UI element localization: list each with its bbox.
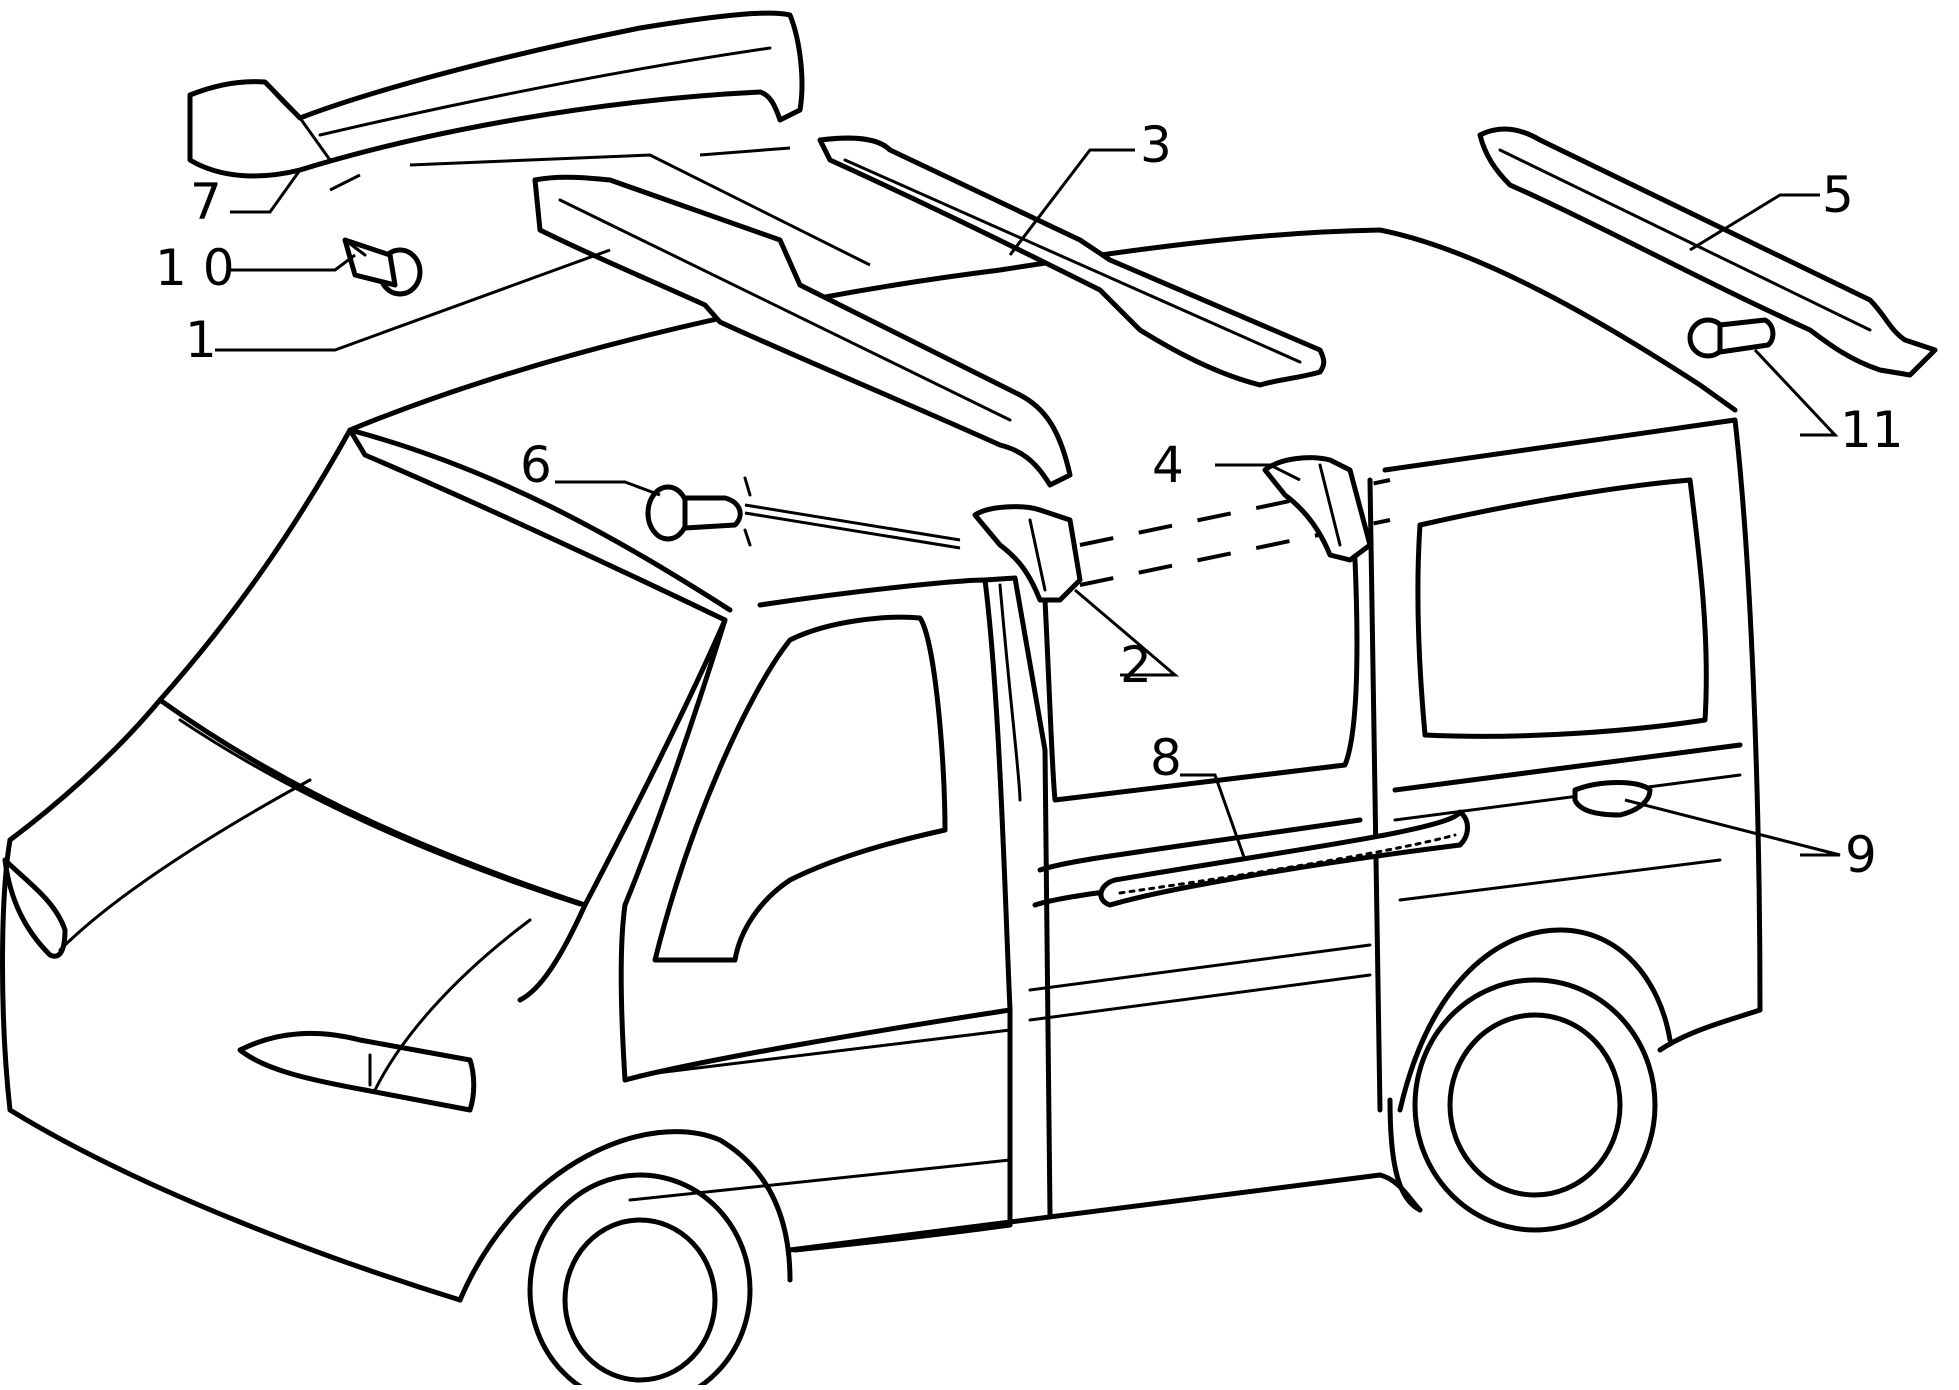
part-1-roof-rail-front [532, 174, 1073, 488]
part-8-side-molding [1098, 809, 1470, 908]
callout-7: 7 [190, 173, 222, 231]
callout-1: 1 [185, 311, 217, 369]
callout-11: 11 [1840, 401, 1904, 459]
callout-9: 9 [1845, 826, 1877, 884]
part-4-bracket [1262, 455, 1373, 563]
callout-2: 2 [1120, 636, 1152, 694]
part-11-push-clip [1687, 317, 1776, 359]
part-9-handle [1572, 780, 1653, 818]
part-3-roof-rail-rear [817, 135, 1327, 388]
part-7-front-rail-cover [187, 10, 805, 179]
part-6-push-clip [645, 476, 961, 550]
part-10-push-clip [342, 237, 423, 297]
part-5-rear-rail [1477, 126, 1938, 378]
leader-lines [215, 148, 1841, 861]
callout-10: 1 0 [155, 239, 235, 297]
callout-labels: 1 2 3 4 5 6 7 8 9 1 0 11 [155, 116, 1904, 884]
callout-4: 4 [1152, 436, 1184, 494]
callout-6: 6 [520, 436, 552, 494]
assembly-guides [329, 146, 871, 267]
callout-5: 5 [1822, 166, 1854, 224]
callout-3: 3 [1140, 116, 1172, 174]
part-2-bracket [972, 504, 1083, 603]
callout-8: 8 [1150, 729, 1182, 787]
van-body [0, 227, 1763, 1390]
